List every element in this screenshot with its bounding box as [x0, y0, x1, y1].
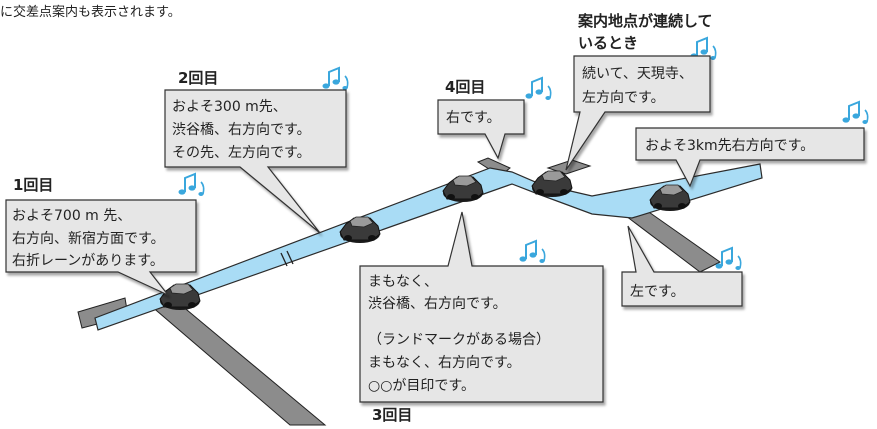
bubble-consecutive-text: 続いて、天現寺、 左方向です。 — [582, 65, 697, 106]
bubble-fourth — [437, 99, 525, 160]
bubble-distance — [635, 127, 865, 188]
label-fourth: 4回目 — [445, 78, 485, 96]
bubble-first — [5, 199, 197, 296]
bubble-left-text: 左です。 — [630, 284, 685, 300]
top-text: に交差点案内も表示されます。 — [0, 4, 181, 20]
road-branch-down — [148, 299, 327, 426]
music-note-icon — [321, 67, 349, 91]
label-consecutive: 案内地点が連続して いるとき — [577, 12, 718, 52]
label-second: 2回目 — [178, 69, 218, 87]
bubble-first-text: およそ700 m 先、 右方向、新宿方面です。 右折レーンがあります。 — [12, 208, 169, 269]
music-note-icon — [518, 240, 546, 264]
bubble-second — [164, 89, 347, 234]
bubble-fourth-text: 右です。 — [446, 110, 501, 126]
route-break-mark — [280, 250, 294, 267]
label-third: 3回目 — [372, 406, 412, 424]
label-first: 1回目 — [13, 176, 53, 194]
bubble-second-text: およそ300 m先、 渋谷橋、右方向です。 その先、左方向です。 — [172, 99, 315, 161]
bubble-left — [621, 225, 743, 307]
road-network — [77, 157, 721, 426]
music-note-icon — [841, 101, 869, 125]
bubble-distance-text: およそ3km先右方向です。 — [645, 138, 814, 154]
music-note-icon — [714, 247, 742, 271]
route-path — [94, 163, 763, 331]
bubble-third-text: まもなく、 渋谷橋、右方向です。 （ランドマークがある場合） まもなく、右方向で… — [368, 274, 554, 394]
car-icon — [531, 170, 573, 198]
music-note-icon — [177, 173, 205, 197]
bubble-third — [359, 211, 604, 403]
music-note-icon — [524, 77, 552, 101]
bubble-consecutive — [565, 55, 711, 171]
